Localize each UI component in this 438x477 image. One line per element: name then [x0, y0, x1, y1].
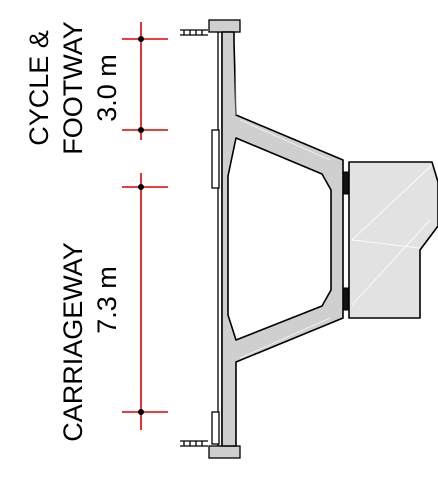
bearing-top — [342, 171, 350, 195]
box-girder-void — [227, 137, 332, 341]
verge-block-bottom — [211, 411, 220, 445]
label-cycle-line1: CYCLE & — [24, 30, 54, 146]
pier — [348, 161, 438, 319]
kerb-bottom — [208, 445, 241, 459]
dot-carriageway-bottom — [138, 409, 144, 415]
pier-shading — [351, 164, 433, 306]
dot-cycle-bottom — [138, 127, 144, 133]
dot-cycle-top — [138, 36, 144, 42]
girder-reinforcement-lines — [235, 45, 331, 359]
label-carriageway-name: CARRIAGEWAY — [58, 242, 88, 442]
kerb-top — [208, 19, 241, 33]
label-carriageway-width: 7.3 m — [92, 266, 122, 334]
label-cycle-width: 3.0 m — [92, 54, 122, 122]
dot-carriageway-top — [138, 184, 144, 190]
dimension-cycle-footway — [122, 22, 168, 140]
railing-top — [180, 29, 208, 36]
label-cycle-footway: CYCLE & FOOTWAY 3.0 m — [24, 21, 122, 154]
railing-bottom — [180, 440, 208, 447]
bearing-bottom — [342, 287, 350, 311]
label-carriageway: CARRIAGEWAY 7.3 m — [58, 242, 122, 442]
verge-block-top — [211, 129, 220, 189]
dimension-carriageway — [122, 173, 168, 430]
label-cycle-line2: FOOTWAY — [58, 21, 88, 154]
